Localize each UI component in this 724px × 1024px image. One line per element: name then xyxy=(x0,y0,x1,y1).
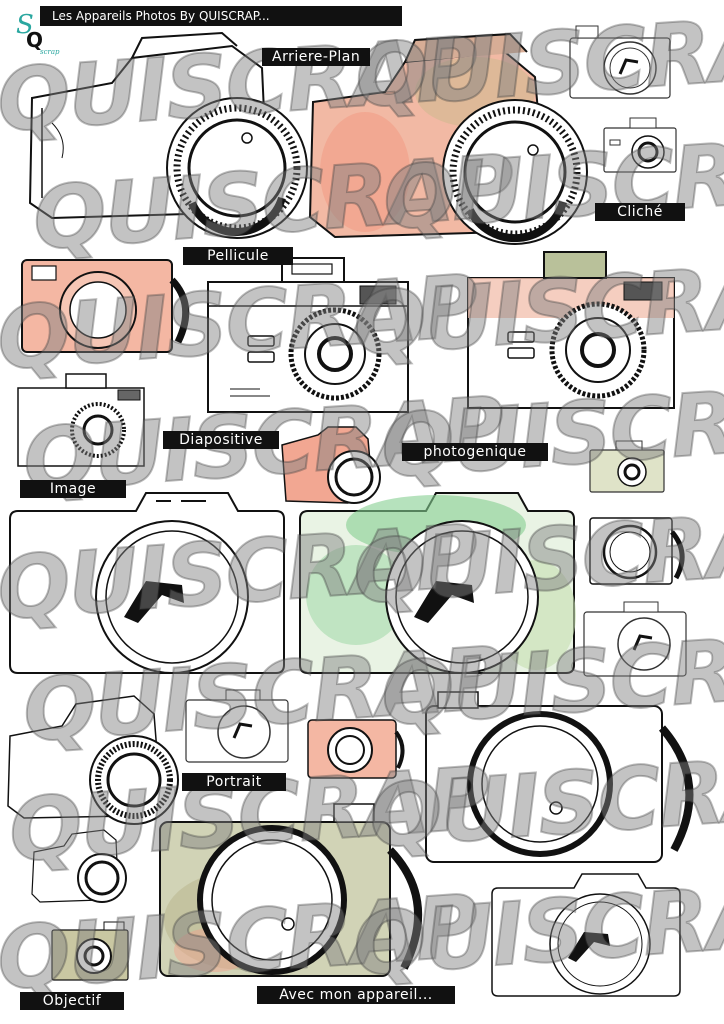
camera-illustration-20 xyxy=(159,803,423,977)
camera-illustration-22 xyxy=(491,873,681,997)
camera-illustration-11 xyxy=(9,492,285,674)
page-title: Les Appareils Photos By QUISCRAP... xyxy=(40,6,402,26)
camera-illustration-6 xyxy=(207,257,409,413)
camera-illustration-5 xyxy=(21,259,190,353)
camera-illustration-12 xyxy=(299,492,576,674)
label-portrait: Portrait xyxy=(182,773,286,791)
label-arriere-plan: Arriere-Plan xyxy=(262,48,370,66)
camera-illustration-14 xyxy=(583,601,687,677)
label-pellicule: Pellicule xyxy=(183,247,293,265)
camera-illustration-15 xyxy=(7,695,179,825)
camera-illustration-7 xyxy=(467,251,675,409)
camera-illustration-8 xyxy=(17,373,145,467)
label-diapositive: Diapositive xyxy=(163,431,279,449)
label-objectif: Objectif xyxy=(20,992,124,1010)
camera-illustration-13 xyxy=(589,517,685,585)
camera-illustration-16 xyxy=(185,689,289,763)
camera-illustration-9 xyxy=(281,426,381,504)
logo-letter-q: Q xyxy=(26,28,44,52)
camera-illustration-19 xyxy=(31,829,127,903)
camera-illustration-3 xyxy=(569,25,671,99)
camera-illustration-2 xyxy=(308,32,588,245)
camera-illustration-1 xyxy=(28,31,308,239)
logo-caption: scrap xyxy=(40,48,60,56)
camera-illustration-21 xyxy=(51,921,129,981)
label-cliche: Cliché xyxy=(595,203,685,221)
camera-illustration-10 xyxy=(589,440,665,493)
label-photogenique: photogenique xyxy=(402,443,548,461)
camera-illustration-18 xyxy=(425,691,694,863)
quiscrap-logo: S Q scrap xyxy=(10,10,60,56)
camera-illustration-4 xyxy=(603,117,677,173)
label-avec-mon-appareil: Avec mon appareil... xyxy=(257,986,455,1004)
camera-illustration-17 xyxy=(307,719,405,779)
label-image: Image xyxy=(20,480,126,498)
logo-letter-s: S xyxy=(16,10,34,40)
